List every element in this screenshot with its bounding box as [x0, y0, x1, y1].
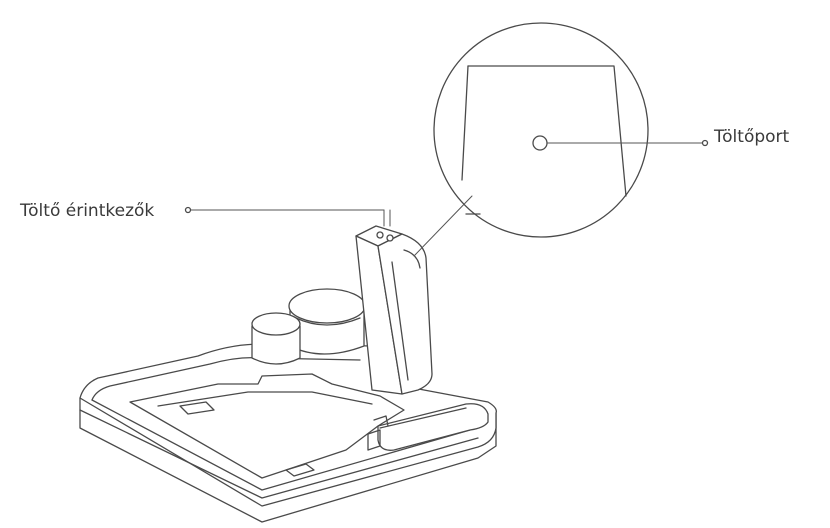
charging-port-marker — [532, 135, 548, 151]
dock-base — [79, 343, 497, 523]
charging-column — [355, 225, 433, 395]
charging-contacts-label: Töltő érintkezők — [20, 201, 155, 221]
water-tanks — [251, 288, 366, 365]
charging-contacts-callout — [184, 206, 391, 227]
charging-port-callout — [532, 135, 709, 151]
charging-port-label: Töltőport — [714, 127, 790, 147]
magnifier — [413, 22, 649, 257]
